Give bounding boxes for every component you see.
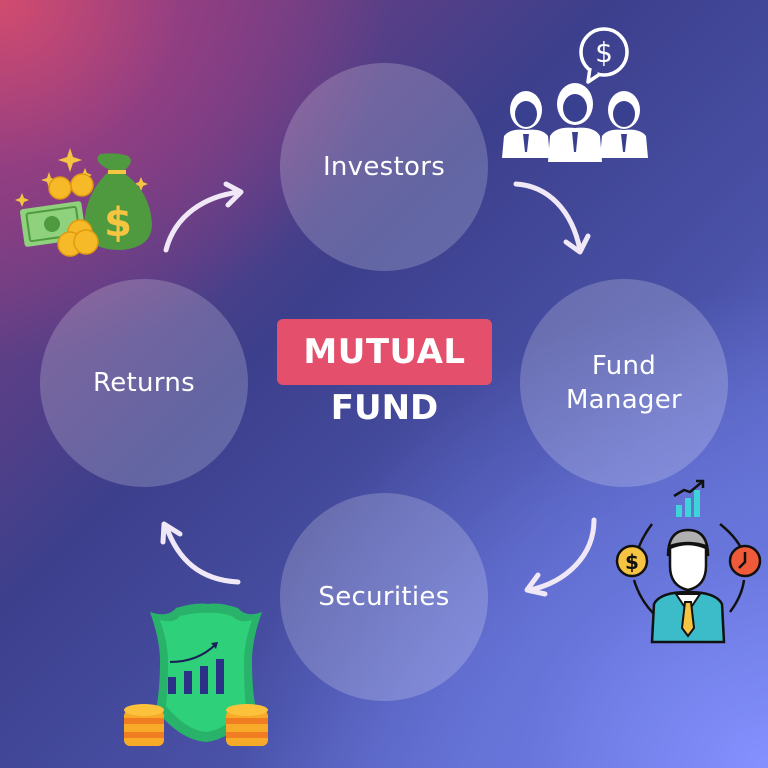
coin-stack-icon [124, 704, 164, 746]
svg-text:$: $ [595, 36, 613, 69]
title-line-2: FUND [330, 388, 439, 428]
node-label-fund: Fund [591, 351, 657, 381]
dollar-speech-bubble-icon: $ [579, 27, 629, 84]
clock-icon [728, 544, 762, 578]
node-label-manager: Manager [565, 385, 683, 415]
title-badge: MUTUAL [277, 319, 492, 385]
curved-arrow-icon [513, 181, 591, 255]
title-line-1: MUTUAL [303, 332, 466, 372]
curved-arrow-icon [160, 521, 241, 585]
node-label-returns: Returns [93, 368, 195, 398]
svg-text:$: $ [104, 200, 132, 246]
coin-stack-icon [226, 704, 268, 746]
cycle-node-fund-manager: Fund Manager [520, 279, 728, 487]
svg-text:$: $ [625, 550, 639, 574]
growth-chart-icon [673, 479, 705, 517]
cycle-node-investors: Investors [280, 63, 488, 271]
cycle-node-returns: Returns [40, 279, 248, 487]
cycle-node-securities: Securities [280, 493, 488, 701]
curved-arrow-icon [163, 181, 244, 253]
node-label-investors: Investors [322, 152, 446, 182]
dollar-coin-icon: $ [615, 544, 649, 578]
curved-arrow-icon [524, 517, 597, 597]
node-label-securities: Securities [318, 582, 450, 612]
